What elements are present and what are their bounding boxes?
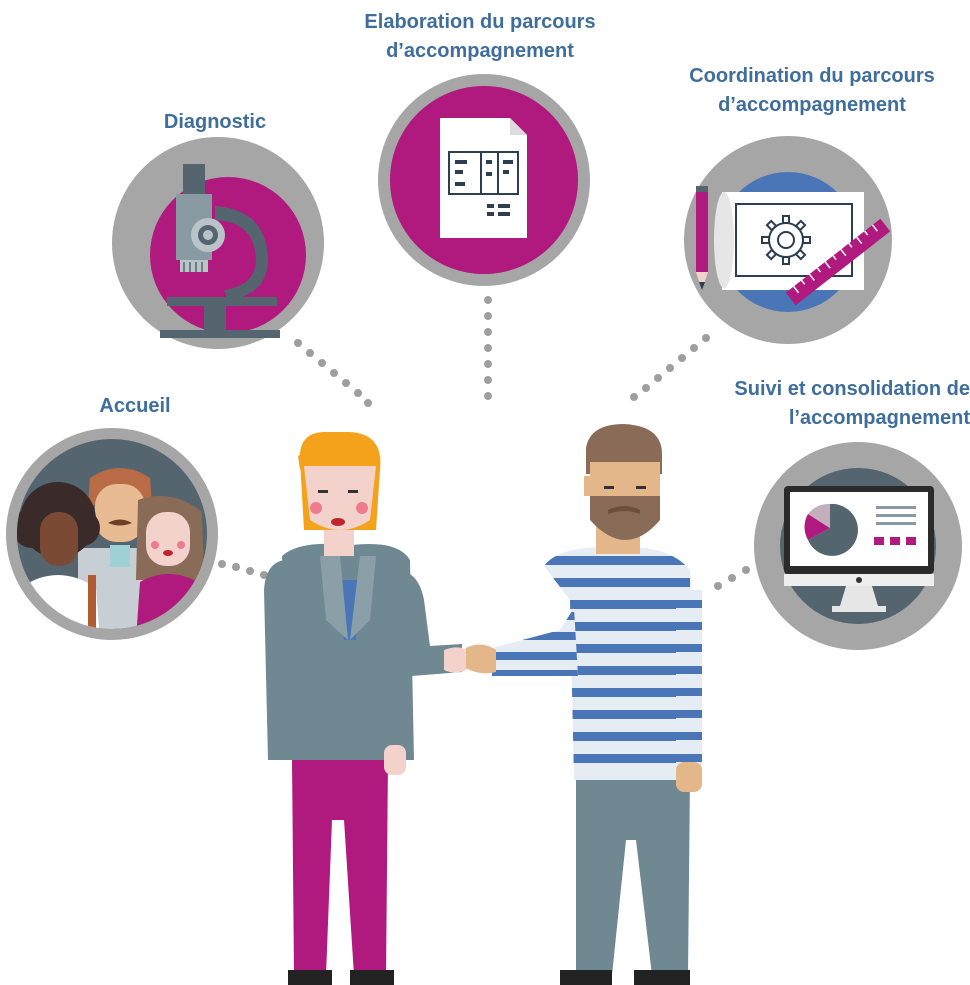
label-accueil-line1: Accueil: [99, 395, 171, 417]
label-coordination: Coordination du parcours d’accompagnemen…: [672, 62, 952, 120]
microscope-icon: [160, 164, 280, 338]
connector-elaboration: [484, 296, 492, 400]
connector-suivi: [714, 566, 750, 590]
circle-diagnostic: [112, 137, 324, 349]
label-elaboration-line2: d’accompagnement: [386, 40, 574, 62]
handshake: [444, 644, 496, 674]
woman-figure: [264, 431, 462, 985]
blueprint-gear-icon: [696, 186, 891, 306]
bearded-man-figure: [492, 424, 702, 985]
circle-suivi: [754, 442, 962, 650]
connector-diagnostic: [294, 339, 372, 407]
label-elaboration-line1: Elaboration du parcours: [364, 11, 596, 33]
label-suivi-line1: Suivi et consolidation de: [734, 378, 970, 400]
circle-elaboration: [378, 74, 590, 286]
label-diagnostic-line1: Diagnostic: [163, 111, 267, 133]
circle-accueil: [6, 428, 218, 640]
dotted-connectors: [218, 296, 750, 590]
connector-accueil: [218, 560, 268, 579]
label-diagnostic: Diagnostic: [140, 108, 290, 137]
label-coordination-line1: Coordination du parcours: [689, 65, 935, 87]
connector-coordination: [630, 334, 710, 401]
label-coordination-line2: d’accompagnement: [718, 94, 906, 116]
label-accueil: Accueil: [60, 392, 210, 421]
document-icon: [440, 118, 527, 238]
circle-coordination: [684, 136, 892, 344]
monitor-chart-icon: [784, 486, 934, 612]
label-elaboration: Elaboration du parcours d’accompagnement: [345, 8, 615, 66]
label-suivi-line2: l’accompagnement: [788, 407, 970, 429]
label-suivi: Suivi et consolidation de l’accompagneme…: [700, 375, 970, 433]
